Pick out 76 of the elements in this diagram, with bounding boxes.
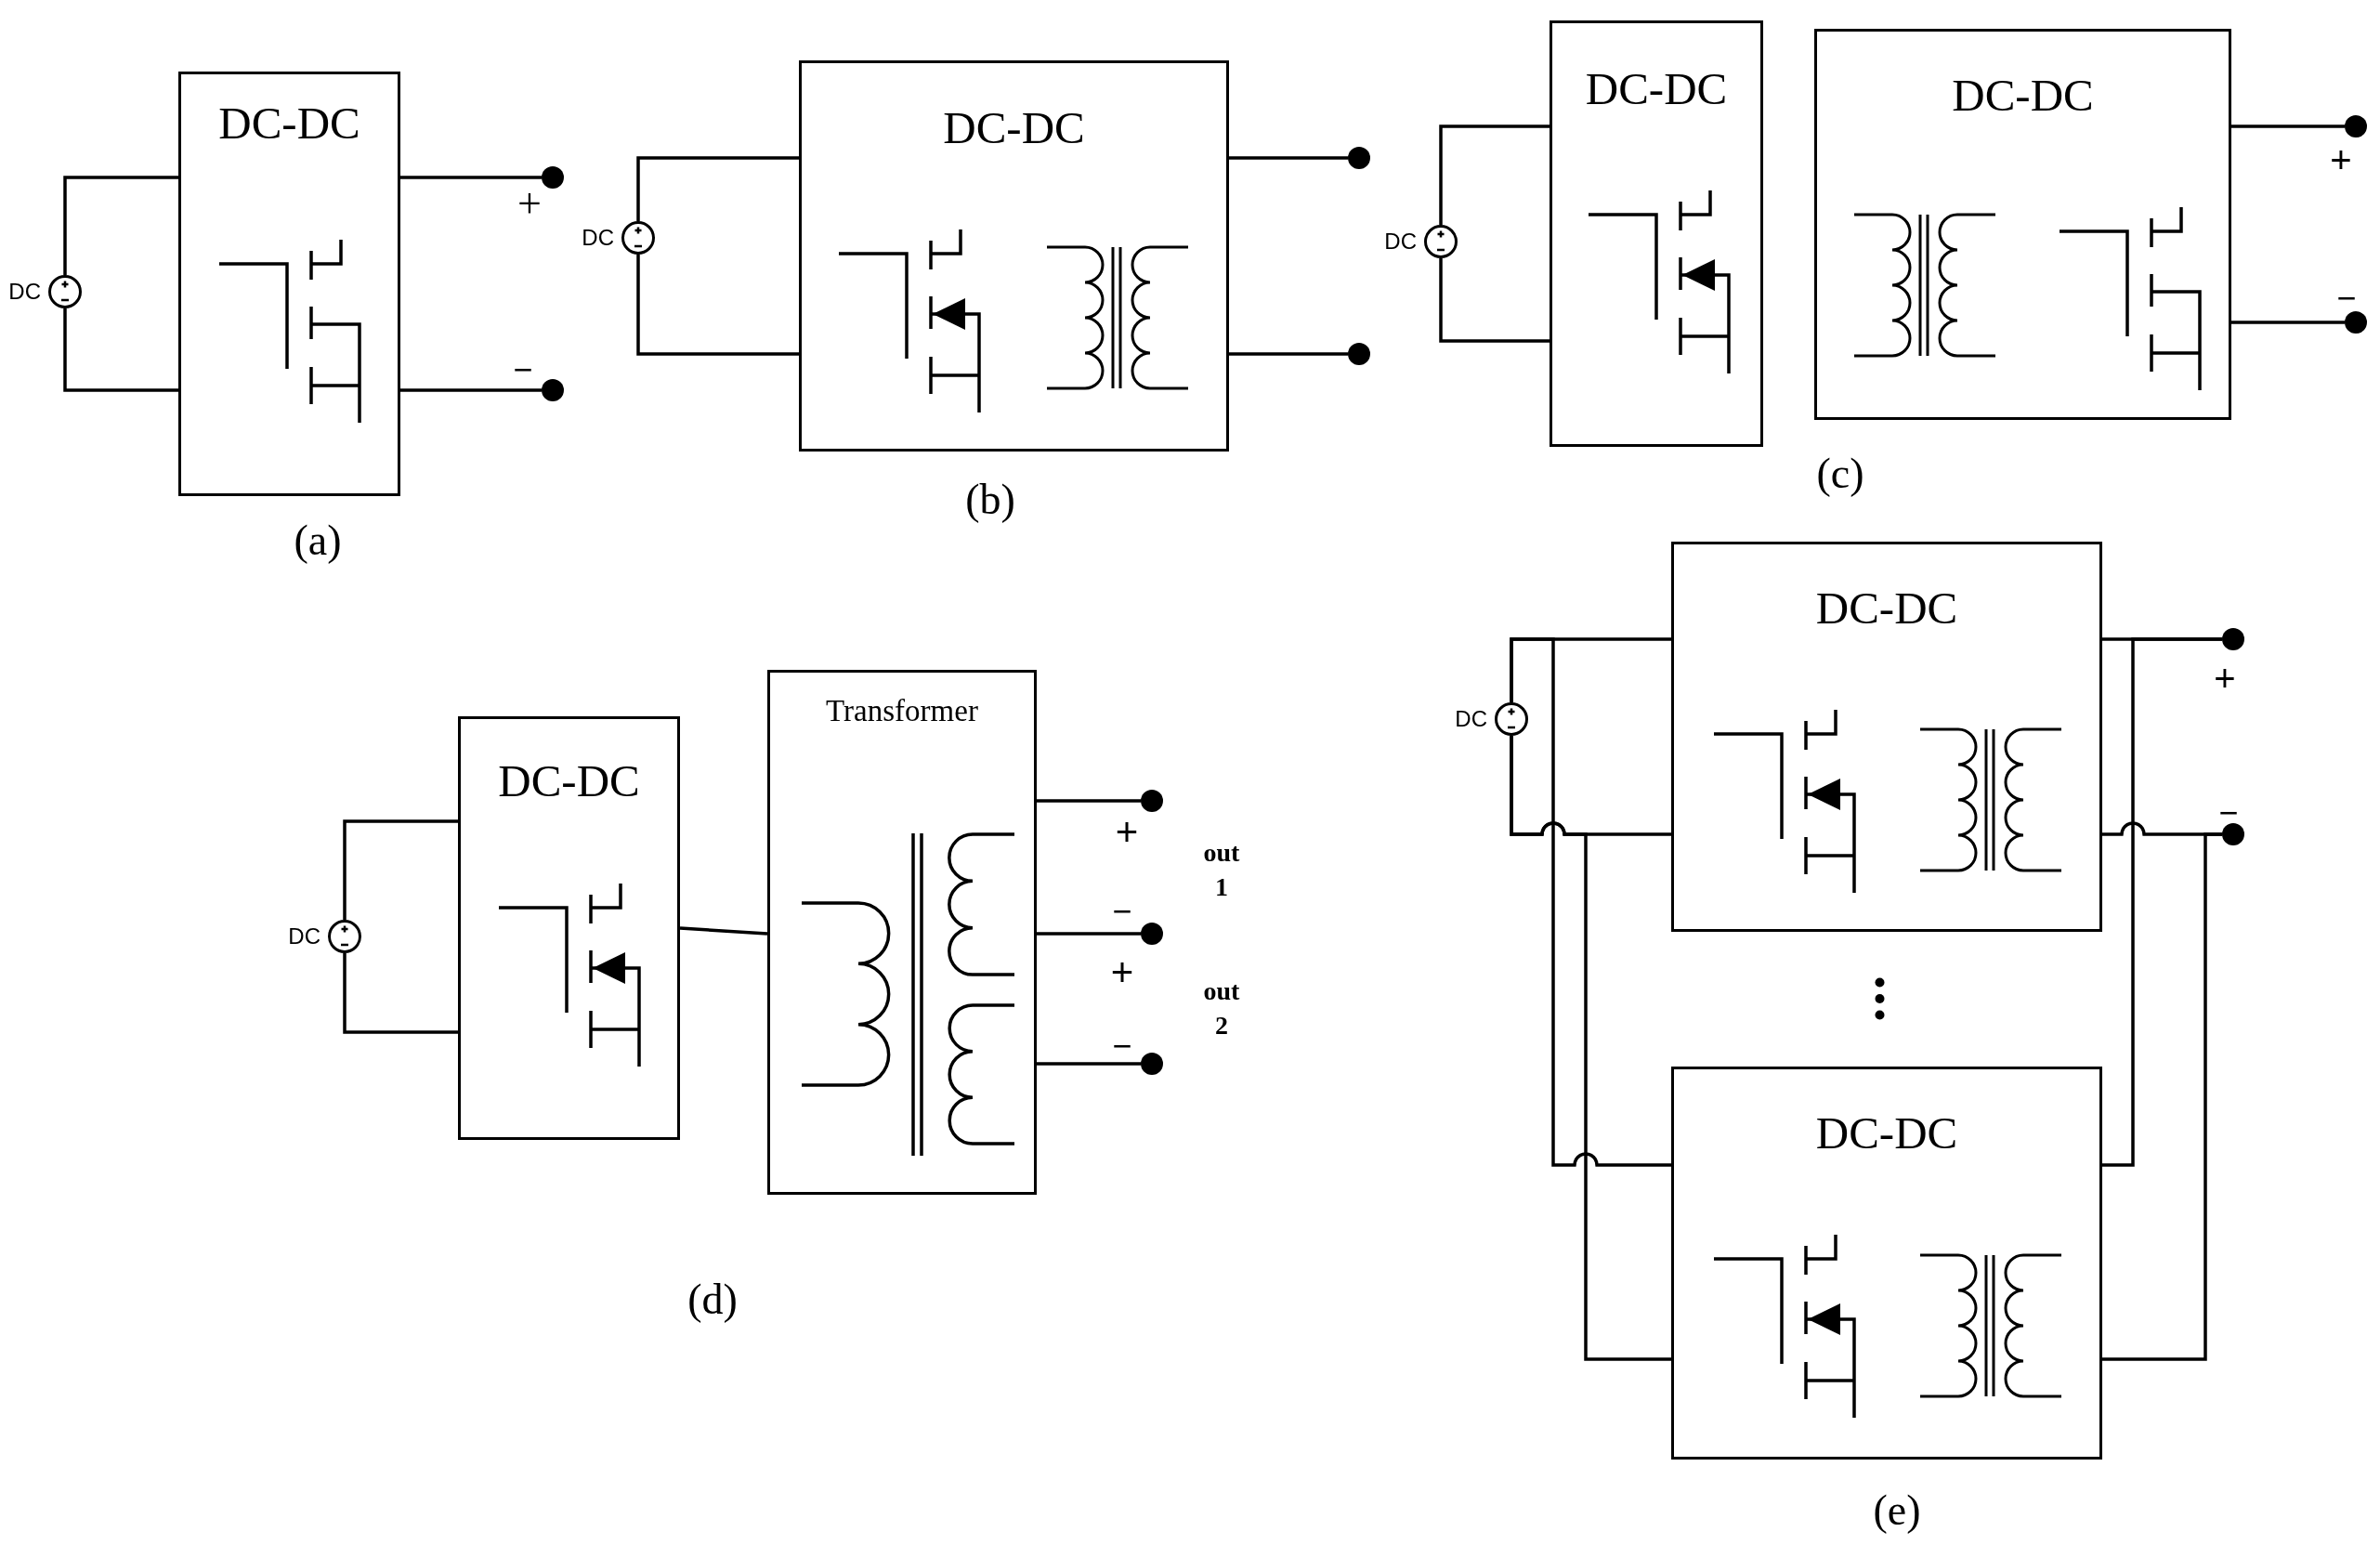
converter-block <box>1814 29 2231 420</box>
wire <box>636 255 799 356</box>
polarity-sign: + <box>2330 145 2352 175</box>
wire <box>1037 1062 1141 1066</box>
output-label: out 1 <box>1203 837 1240 903</box>
wire <box>679 926 768 936</box>
block-title: DC-DC <box>1815 1108 1958 1159</box>
block-title: DC-DC <box>943 103 1085 153</box>
wire <box>2102 637 2222 1167</box>
terminal-dot <box>2345 311 2367 334</box>
wire <box>1510 637 1671 1167</box>
terminal-dot <box>2222 628 2244 650</box>
wire <box>2231 321 2345 324</box>
block-title: Transformer <box>826 693 978 728</box>
wire <box>400 388 542 392</box>
transformer-block <box>767 670 1037 1195</box>
polarity-sign: − <box>513 356 533 384</box>
polarity-sign: − <box>2218 799 2239 827</box>
block-title: DC-DC <box>498 756 640 806</box>
wire <box>1439 258 1550 343</box>
polarity-sign: + <box>517 186 542 221</box>
wire <box>1037 799 1141 803</box>
wire <box>63 308 178 392</box>
dc-source-symbol <box>48 275 82 308</box>
source-label: DC <box>582 227 614 249</box>
output-label: out 2 <box>1203 975 1240 1041</box>
block-title: DC-DC <box>1952 71 2094 121</box>
block-title: DC-DC <box>1585 64 1728 114</box>
terminal-dot <box>1141 923 1163 945</box>
dc-source-symbol <box>1424 225 1458 258</box>
polarity-sign: − <box>2336 284 2357 312</box>
polarity-sign: + <box>2214 663 2236 693</box>
terminal-dot <box>542 166 564 189</box>
dc-source-symbol <box>1495 702 1528 736</box>
block-title: DC-DC <box>1815 583 1958 634</box>
panel-label: (a) <box>294 516 342 566</box>
terminal-dot <box>2345 115 2367 137</box>
wire <box>2102 832 2222 1361</box>
panel-label: (c) <box>1816 449 1864 499</box>
converter-block <box>1671 1067 2102 1460</box>
converter-block <box>1550 20 1763 447</box>
wire <box>1229 352 1348 356</box>
wire <box>1510 736 1671 1361</box>
polarity-sign: − <box>1112 1032 1132 1060</box>
converter-block <box>458 716 680 1140</box>
source-label: DC <box>288 925 320 948</box>
panel-label: (e) <box>1873 1486 1921 1536</box>
source-label: DC <box>8 281 41 303</box>
terminal-dot <box>1141 790 1163 812</box>
converter-block <box>1671 542 2102 932</box>
terminal-dot <box>1348 343 1370 365</box>
panel-label: (d) <box>687 1275 738 1325</box>
wire <box>1439 124 1550 225</box>
wire <box>636 156 799 221</box>
polarity-sign: − <box>1112 897 1132 925</box>
dc-source-symbol <box>621 221 655 255</box>
terminal-dot <box>1348 147 1370 169</box>
converter-block <box>799 60 1229 452</box>
source-label: DC <box>1384 230 1417 253</box>
wire <box>2231 124 2345 128</box>
terminal-dot <box>542 379 564 401</box>
terminal-dot <box>1141 1053 1163 1075</box>
converter-block <box>178 72 400 496</box>
block-title: DC-DC <box>218 98 360 149</box>
wire <box>400 176 542 179</box>
source-label: DC <box>1455 708 1487 730</box>
panel-label: (b) <box>965 475 1015 525</box>
wire <box>1229 156 1348 160</box>
polarity-sign: + <box>1110 957 1134 989</box>
wire <box>343 953 458 1034</box>
wire <box>343 819 458 920</box>
terminal-dot <box>2222 823 2244 845</box>
wire <box>1037 932 1141 936</box>
polarity-sign: + <box>1115 817 1139 848</box>
wire <box>63 176 178 275</box>
dc-source-symbol <box>328 920 361 953</box>
